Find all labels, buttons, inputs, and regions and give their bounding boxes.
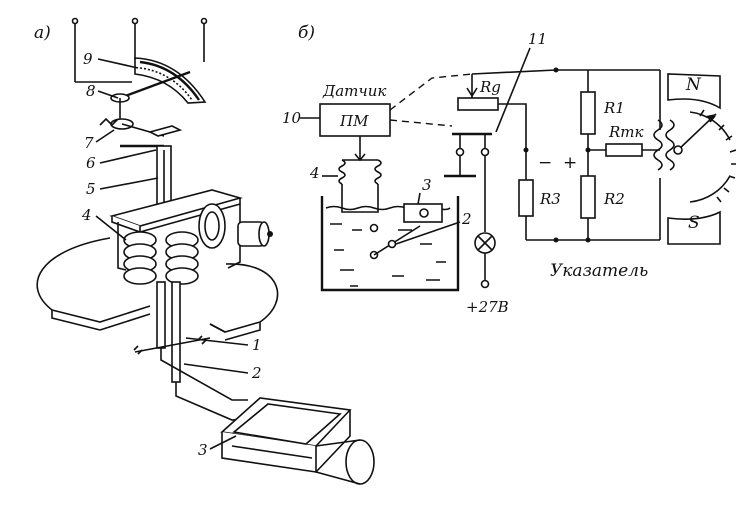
- link-to-rg: [389, 73, 473, 111]
- polarity-minus: −: [538, 153, 552, 173]
- panel-b-drawing: б) Датчик ПМ 10 Rg 11 4: [282, 23, 736, 316]
- pm-block: [319, 103, 391, 137]
- warning-lamp: [474, 232, 496, 254]
- bellows-box: [220, 397, 375, 485]
- supply-terminal: [480, 279, 490, 289]
- label-rg: Rg: [479, 78, 501, 96]
- block-number-10: 10: [282, 109, 302, 127]
- link-to-switch: [389, 119, 453, 127]
- membrane-disc: [36, 237, 279, 341]
- pole-s: S: [688, 213, 700, 233]
- pressure-tubes: [133, 281, 253, 421]
- bellows-left: [338, 159, 346, 185]
- callout-1: 1: [252, 336, 262, 354]
- brush-arm: [110, 70, 191, 120]
- callout-6: 6: [86, 154, 96, 172]
- magnet-coils: [123, 203, 273, 285]
- polarity-plus: +: [563, 153, 577, 173]
- bridge-circuit: [518, 67, 661, 243]
- sensor-title: Датчик: [322, 82, 386, 100]
- float-arm: [373, 225, 421, 256]
- callout-7: 7: [84, 134, 94, 152]
- indicator-title: Указатель: [550, 261, 648, 281]
- axis-spring: [99, 117, 183, 137]
- indicator-magnet: [653, 73, 736, 245]
- contact-upper: [369, 223, 379, 233]
- callout-9: 9: [83, 50, 93, 68]
- resistor-r2: [580, 175, 596, 219]
- terminal-pins: [71, 17, 208, 83]
- label-rtk: Rтк: [608, 123, 644, 141]
- bellows-right: [374, 159, 382, 185]
- panel-a-leaders: [95, 58, 249, 450]
- wire-number-11: 11: [528, 30, 547, 48]
- callout-4: 4: [81, 206, 92, 224]
- float-label-2: 2: [461, 210, 472, 228]
- panel-a-drawing: а): [34, 17, 375, 485]
- callout-3: 3: [198, 441, 208, 459]
- resistor-rg: [457, 97, 499, 111]
- float-label-3: 3: [422, 176, 432, 194]
- resistor-r3: [518, 179, 534, 217]
- resistor-rtk: [605, 143, 643, 157]
- panel-b-label: б): [298, 23, 315, 43]
- callout-5: 5: [86, 180, 96, 198]
- label-r3: R3: [539, 190, 561, 208]
- panel-a-label: а): [34, 23, 51, 43]
- label-r1: R1: [603, 99, 625, 117]
- callout-8: 8: [86, 82, 96, 100]
- callout-2: 2: [251, 364, 262, 382]
- resistor-r1: [580, 91, 596, 135]
- supply-label: +27В: [466, 298, 509, 316]
- panel-a-callouts: 9 8 7 6 5 4 1 2 3: [81, 50, 262, 459]
- pm-label: ПМ: [339, 112, 369, 130]
- lever-and-rod: [120, 144, 172, 217]
- label-r2: R2: [603, 190, 625, 208]
- housing-plate: [109, 189, 243, 271]
- pole-n: N: [685, 75, 702, 95]
- bellows-number-4: 4: [309, 164, 320, 182]
